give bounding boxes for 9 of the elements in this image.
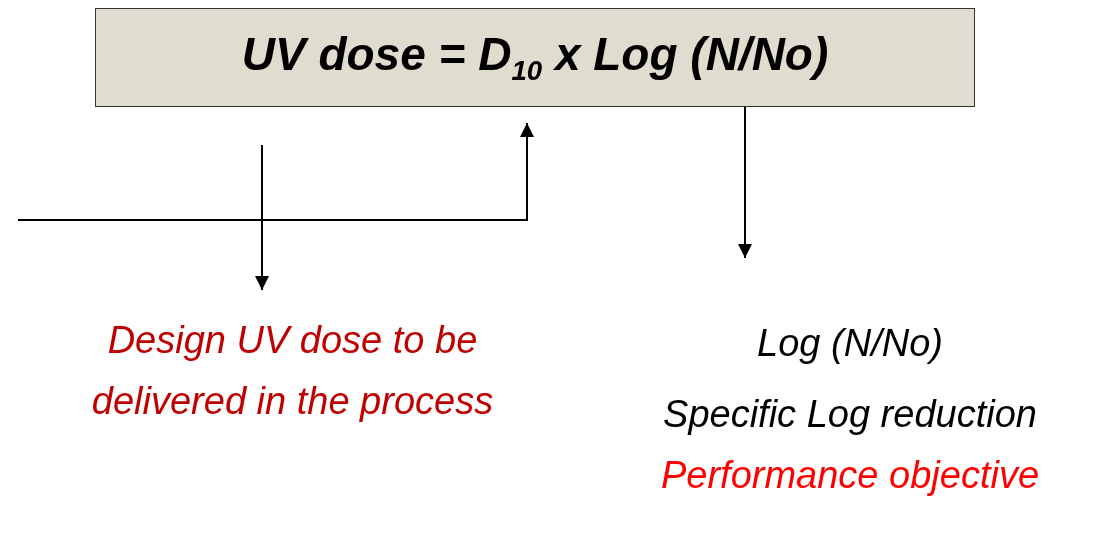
formula-box (95, 8, 975, 107)
annotation-text: Design UV dose to be delivered in the process (90, 318, 495, 424)
formula-text: UV dose = D$_{10}$ x Log (N/No) (241, 27, 829, 88)
arrow (17, 122, 534, 221)
annotation-text: Log (N/No) (757, 321, 943, 366)
annotation-text: Performance objective (660, 452, 1040, 498)
annotation-text: Specific Log reduction (663, 391, 1037, 437)
arrow (255, 144, 269, 291)
arrow (738, 106, 752, 259)
